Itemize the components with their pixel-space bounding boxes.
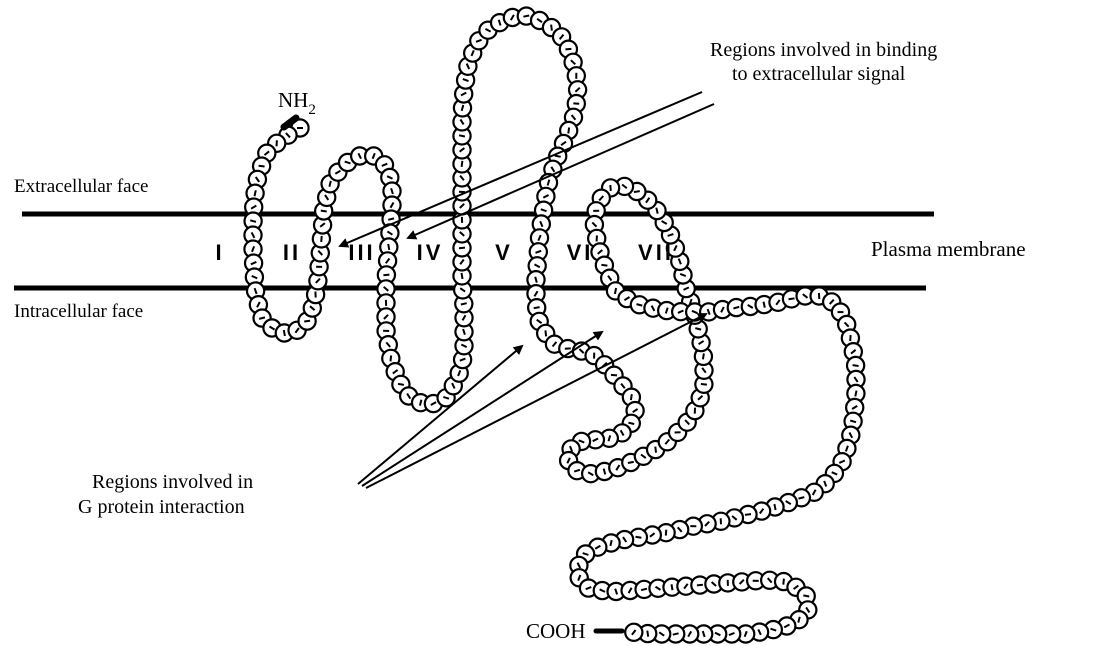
- bead-mark: [615, 288, 616, 294]
- helix-label-iv: IV: [417, 240, 444, 265]
- bead-mark: [764, 302, 765, 308]
- bead-mark: [803, 595, 809, 596]
- bead-mark: [610, 185, 611, 191]
- bead-mark: [628, 462, 634, 463]
- nh2-label: NH2: [278, 88, 316, 118]
- intracellular-face-label: Intracellular face: [14, 301, 143, 322]
- bead-mark: [631, 394, 632, 400]
- bead-mark: [534, 307, 540, 308]
- bead-mark: [745, 514, 751, 515]
- polypeptide-chain: [244, 8, 864, 643]
- bead-mark: [601, 265, 607, 266]
- binding-label-line2: to extracellular signal: [732, 63, 906, 85]
- helix-label-vii: VII: [638, 240, 674, 265]
- extracellular-face-label: Extracellular face: [14, 176, 148, 197]
- bead-mark: [568, 128, 569, 134]
- bead-mark: [462, 273, 463, 279]
- bead-mark: [610, 540, 611, 546]
- bead-mark: [636, 537, 642, 538]
- gprotein-label-line2: G protein interaction: [78, 496, 245, 518]
- bead-mark: [656, 208, 657, 214]
- bead-mark: [551, 25, 552, 31]
- bead-mark: [388, 218, 394, 219]
- bead-mark: [853, 365, 859, 366]
- bead-mark: [672, 584, 673, 590]
- bead-mark: [545, 330, 546, 336]
- bead-mark: [459, 135, 465, 136]
- bead-mark: [628, 423, 634, 424]
- bead-mark: [701, 384, 707, 385]
- bead-mark: [259, 166, 265, 167]
- bead-mark: [789, 298, 795, 299]
- bead-mark: [523, 16, 529, 17]
- bead-mark: [255, 190, 256, 196]
- helix-label-v: V: [495, 240, 513, 265]
- nh2-subscript: 2: [308, 102, 316, 118]
- bead-mark: [304, 321, 310, 322]
- bead-mark: [321, 211, 327, 212]
- bead-mark: [666, 530, 667, 536]
- bead-mark: [555, 156, 561, 157]
- bead-mark: [461, 303, 467, 304]
- nh2-main: NH: [278, 88, 308, 112]
- bead-mark: [284, 330, 285, 336]
- plasma-membrane-label: Plasma membrane: [871, 237, 1026, 261]
- cooh-label: COOH: [526, 619, 586, 643]
- helix-label-iii: III: [348, 240, 375, 265]
- helix-label-ii: II: [283, 240, 301, 265]
- bead-mark: [647, 631, 648, 637]
- bead-mark: [565, 49, 571, 50]
- bead-mark: [703, 353, 704, 359]
- bead-mark: [611, 375, 617, 376]
- binding-label-line1: Regions involved in binding: [710, 39, 937, 61]
- bead-mark: [634, 191, 640, 192]
- helix-label-vi: VI: [567, 240, 594, 265]
- gprotein-label-line1: Regions involved in: [92, 471, 253, 493]
- bead-mark: [329, 181, 330, 187]
- bead-mark: [774, 504, 775, 510]
- bead-mark: [388, 244, 389, 250]
- bead-mark: [459, 248, 465, 249]
- bead-mark: [697, 585, 703, 586]
- bead-mark: [673, 633, 679, 634]
- bead-mark: [641, 589, 647, 590]
- bead-mark: [783, 579, 784, 585]
- bead-mark: [383, 275, 389, 276]
- bead-mark: [321, 236, 322, 242]
- bead-mark: [391, 356, 392, 362]
- bead-mark: [855, 391, 856, 397]
- bead-mark: [655, 447, 656, 453]
- helix-label-i: I: [215, 240, 224, 265]
- bead-mark: [462, 161, 463, 167]
- gprotein-arrow-1: [358, 346, 522, 484]
- bead-mark: [398, 384, 404, 385]
- bead-mark: [798, 617, 799, 623]
